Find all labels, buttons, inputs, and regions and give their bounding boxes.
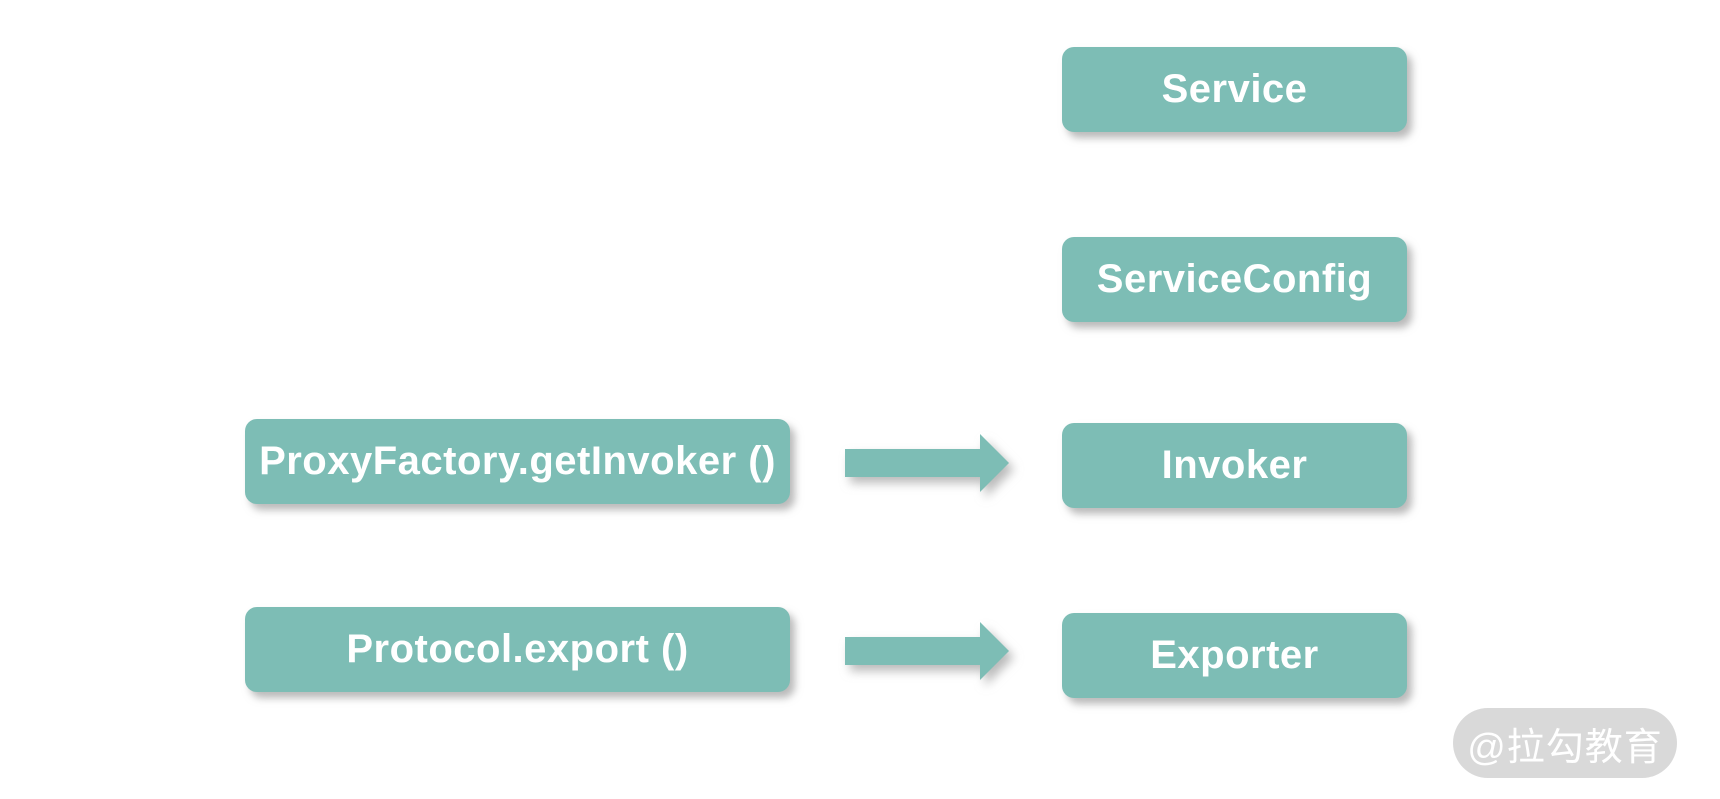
node-protocol-export: Protocol.export () — [245, 607, 790, 692]
node-proxyfactory-getinvoker: ProxyFactory.getInvoker () — [245, 419, 790, 504]
node-invoker: Invoker — [1062, 423, 1407, 508]
node-exporter: Exporter — [1062, 613, 1407, 698]
arrow-right-icon — [845, 622, 1009, 680]
node-service: Service — [1062, 47, 1407, 132]
arrow-right-icon — [845, 434, 1009, 492]
watermark-badge: @拉勾教育 — [1453, 708, 1677, 778]
node-serviceconfig: ServiceConfig — [1062, 237, 1407, 322]
